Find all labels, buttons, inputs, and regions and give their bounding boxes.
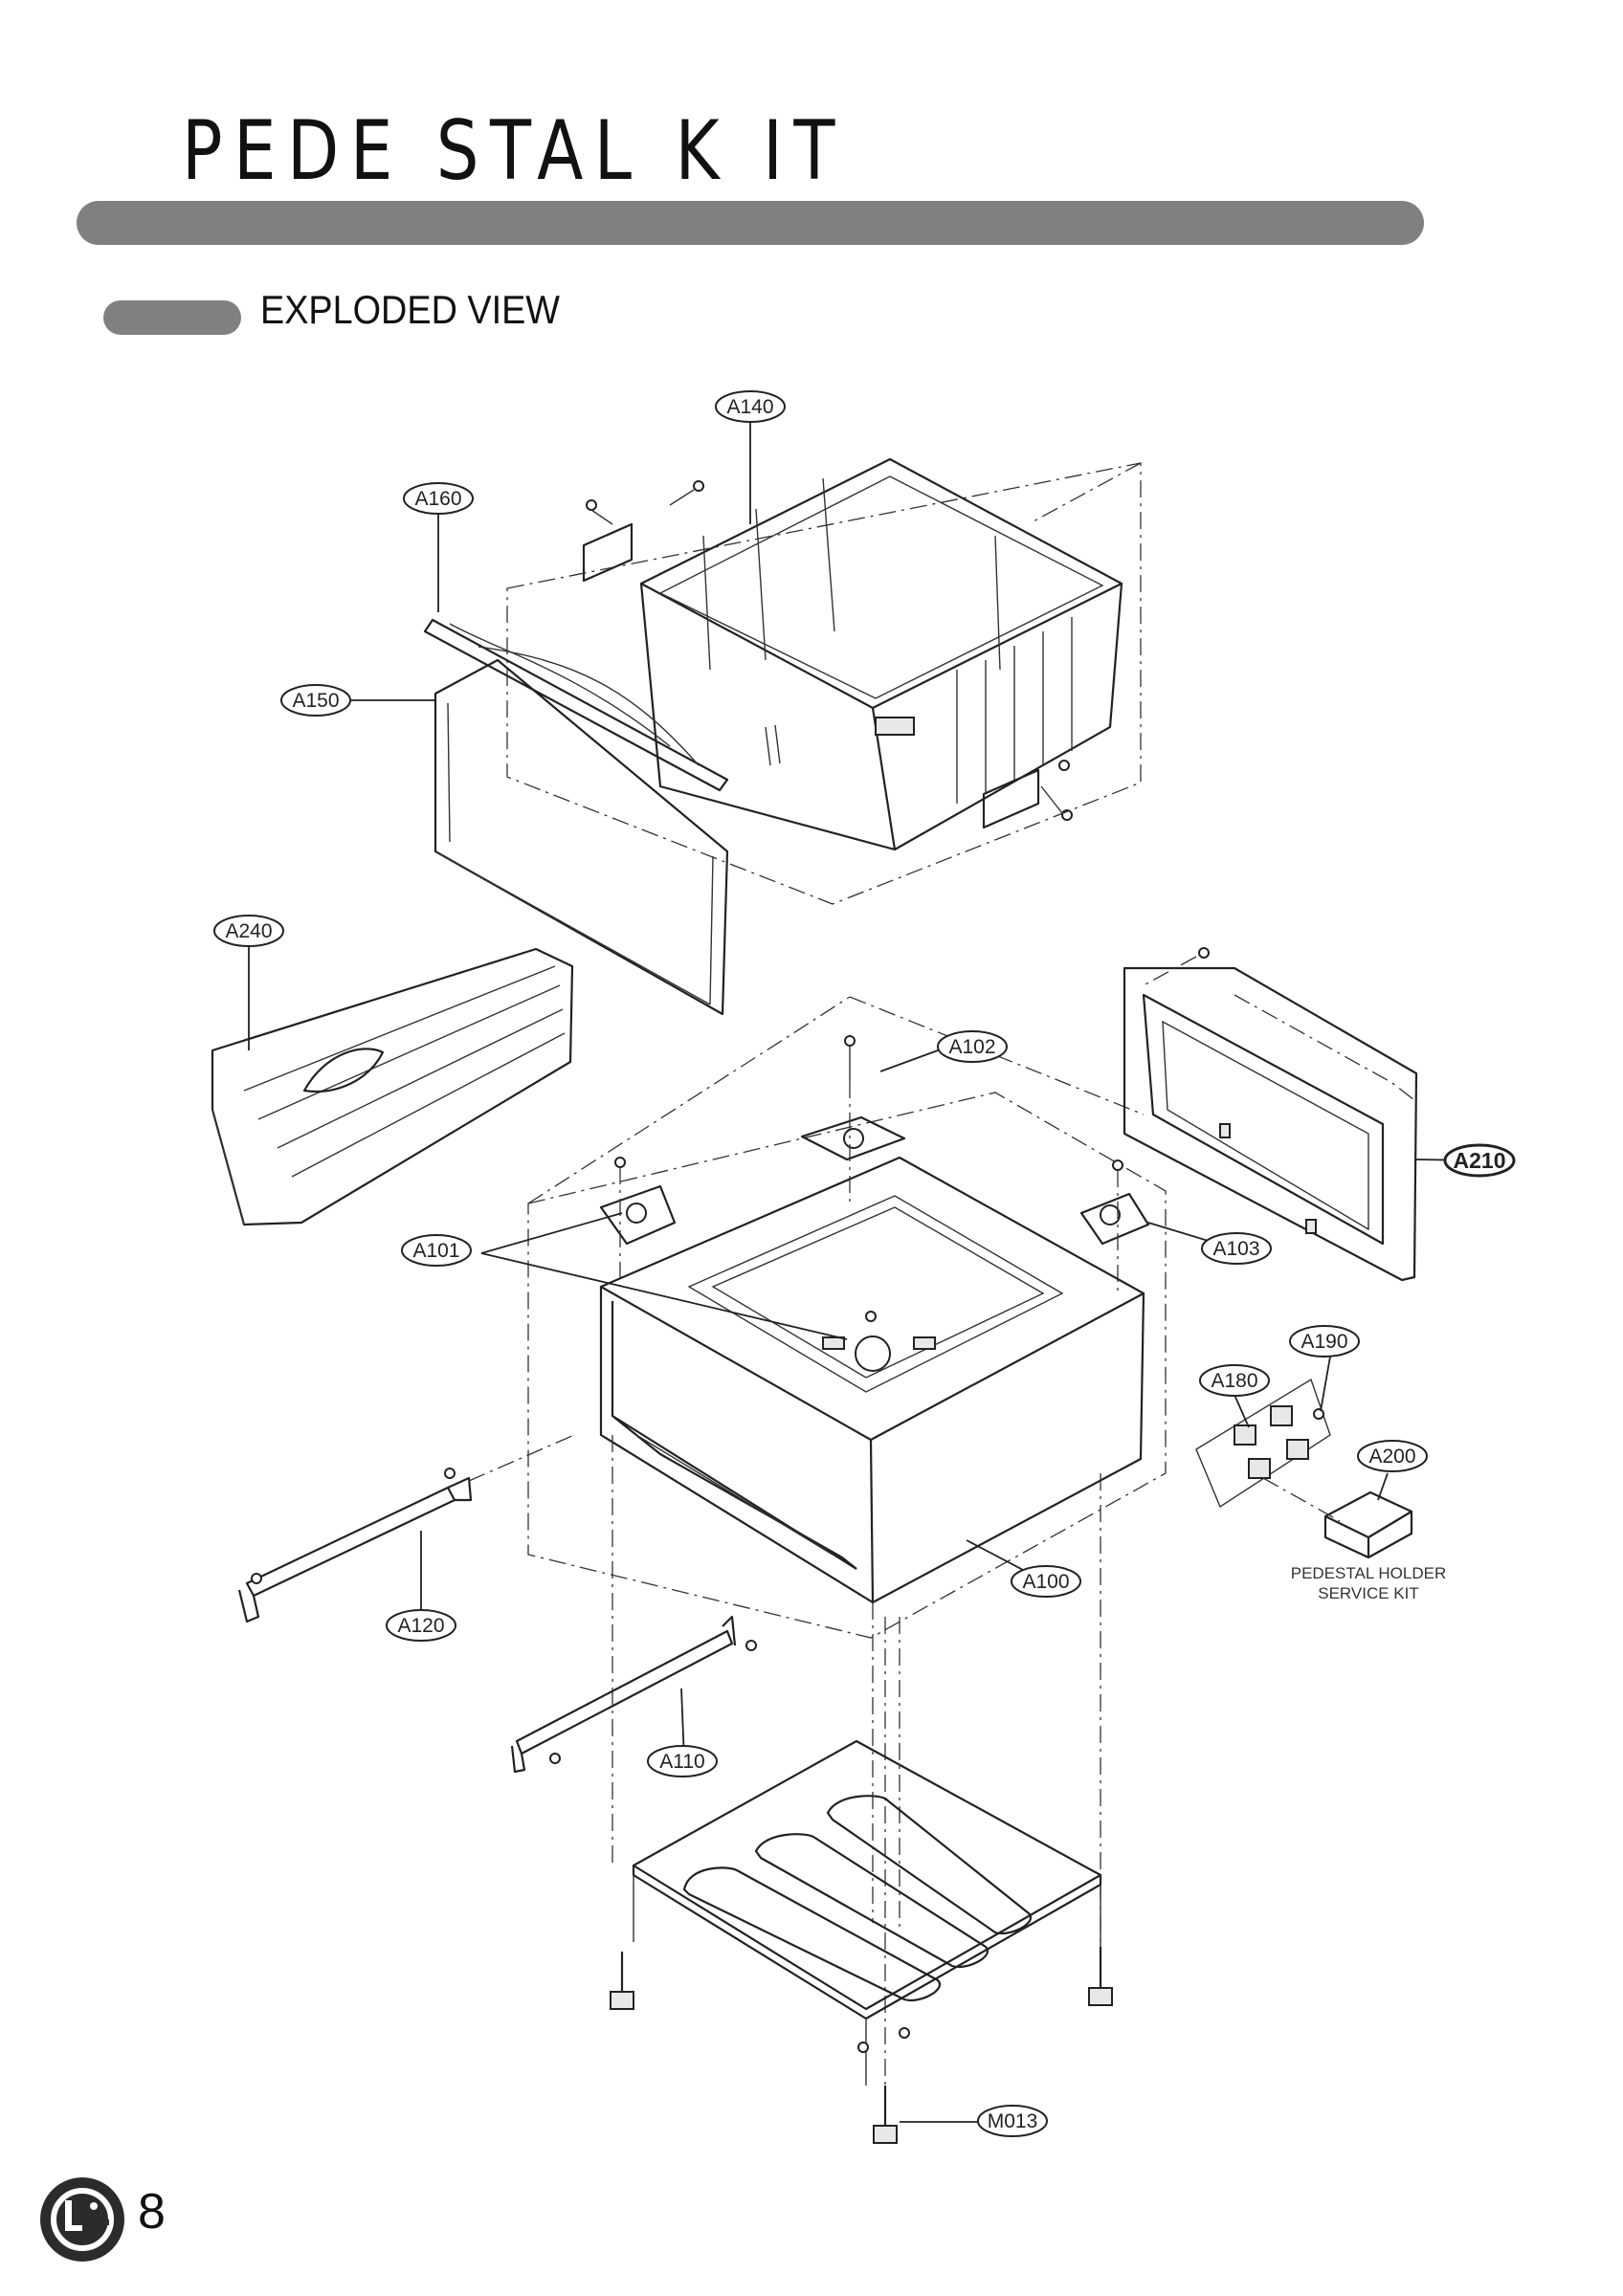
base-plate (632, 1739, 1102, 2086)
callout-a240: A240 (213, 915, 284, 947)
svg-text:A150: A150 (292, 690, 339, 712)
callout-a101: A101 (401, 1234, 472, 1267)
svg-text:A140: A140 (726, 396, 773, 418)
callout-a160: A160 (403, 482, 474, 515)
bin-rail-bracket-top (582, 480, 704, 583)
leader-lines (248, 419, 1479, 2123)
rear-cover-panel (1123, 947, 1418, 1282)
drawer-handle-rail (423, 618, 729, 792)
callout-a150: A150 (280, 684, 351, 717)
drawer-front-panel (434, 658, 729, 1016)
callout-a120: A120 (386, 1609, 456, 1642)
lg-logo-icon (40, 2177, 124, 2262)
kit-caption-line1: PEDESTAL HOLDER (1291, 1564, 1447, 1582)
callout-a100: A100 (1011, 1565, 1081, 1598)
svg-text:A100: A100 (1022, 1571, 1069, 1593)
svg-text:A120: A120 (397, 1615, 444, 1637)
callout-m013: M013 (977, 2105, 1048, 2137)
page-title: PEDE STAL K IT (182, 103, 846, 199)
assembly-lines (611, 1435, 1101, 2129)
drawer-envelope (506, 462, 1142, 905)
svg-text:A103: A103 (1212, 1238, 1259, 1260)
svg-text:A200: A200 (1368, 1446, 1415, 1468)
leveling-feet (610, 1947, 1113, 2144)
page-number: 8 (138, 2184, 166, 2240)
side-rail-a110 (510, 1615, 757, 1774)
callout-a190: A190 (1289, 1325, 1360, 1358)
svg-text:A110: A110 (659, 1751, 705, 1773)
pedestal-cabinet (599, 1156, 1145, 1604)
cabinet-envelope (527, 1092, 1167, 1639)
callout-a110: A110 (647, 1745, 718, 1777)
holder-clips (1195, 1378, 1331, 1509)
svg-text:A101: A101 (412, 1240, 459, 1262)
svg-text:A210: A210 (1454, 1148, 1506, 1173)
drawer-wedge-cover (211, 947, 574, 1226)
callout-a103: A103 (1201, 1232, 1272, 1265)
section-pill (103, 300, 241, 335)
service-kit-box (1262, 1477, 1413, 1559)
svg-text:A160: A160 (414, 488, 461, 510)
callout-a200: A200 (1357, 1440, 1428, 1472)
side-rail-a120 (237, 1434, 575, 1623)
svg-text:A190: A190 (1301, 1331, 1347, 1353)
mount-plate-a101 (599, 1157, 677, 1287)
svg-text:A180: A180 (1211, 1370, 1257, 1392)
section-title: EXPLODED VIEW (260, 287, 560, 332)
bin-rail-bracket-bottom (982, 760, 1073, 829)
callout-a210: A210 (1443, 1143, 1516, 1178)
callout-a140: A140 (715, 390, 786, 423)
kit-caption-line2: SERVICE KIT (1318, 1584, 1419, 1602)
mount-plate-a103 (1079, 1159, 1150, 1293)
callout-a180: A180 (1199, 1364, 1270, 1397)
svg-text:A102: A102 (948, 1036, 995, 1058)
svg-text:A240: A240 (225, 920, 272, 942)
svg-text:M013: M013 (988, 2110, 1038, 2132)
callout-a102: A102 (937, 1030, 1008, 1063)
title-bar (77, 201, 1424, 245)
center-screw (865, 1311, 877, 1322)
mount-plate-a102 (800, 1035, 906, 1205)
drawer-bin (639, 457, 1123, 851)
